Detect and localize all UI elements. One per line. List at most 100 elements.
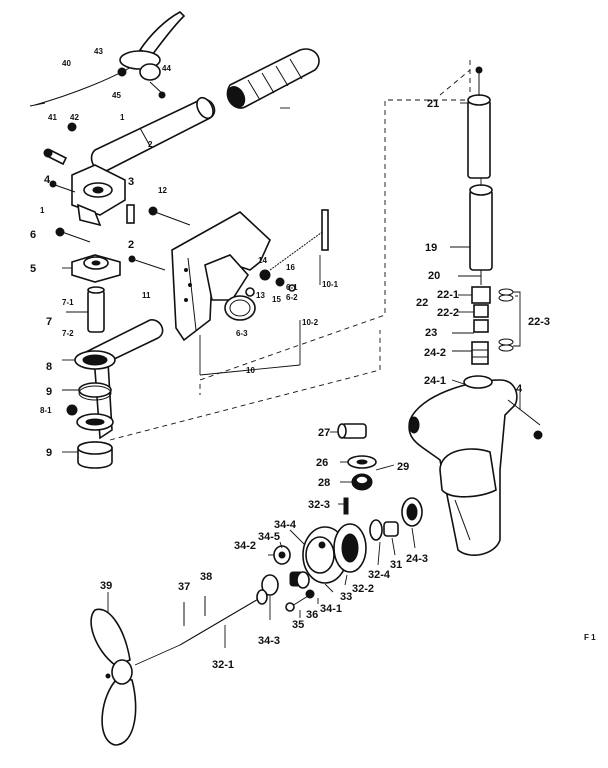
label-33: 33 [340,591,352,603]
label-27: 27 [318,427,330,439]
pins-37-38 [183,596,206,626]
label-29: 29 [397,461,409,473]
small-parts-14-16 [245,269,296,297]
spring-22-3 [498,288,514,352]
label-5: 5 [30,263,36,275]
label-15: 15 [272,295,281,304]
label-40: 40 [62,59,71,68]
part-labels: 40 43 44 45 41 42 2 1 4 3 1 6 2 5 7-1 7 … [30,47,596,671]
label-7-2: 7-2 [62,329,74,338]
label-44: 44 [162,64,171,73]
label-34-5: 34-5 [258,531,280,543]
label-11: 11 [142,291,151,300]
label-20: 20 [428,270,440,282]
label-12: 12 [158,186,167,195]
label-22: 22 [416,297,428,309]
clamp-arm-8 [74,319,164,440]
label-2: 2 [128,239,134,251]
throttle-lever-43 [117,11,186,99]
coupler-24-2 [471,341,489,365]
tiller-grip-7 [226,48,320,109]
label-22-2: 22-2 [437,307,459,319]
drive-shaft-lower-19 [469,178,493,271]
bearing-24-3 [401,497,423,527]
label-6-1: 6-1 [286,283,298,292]
pin-32-3 [343,497,349,515]
drive-shaft-upper-21 [467,66,491,179]
swivel-bracket-5 [71,254,121,283]
coupling-22 [471,286,491,333]
bearing-parts-34 [261,545,310,596]
bracket-leads [199,255,321,376]
label-24-3: 24-3 [406,553,428,565]
label-8-1: 8-1 [40,406,52,415]
label-39: 39 [100,580,112,592]
gear-28 [351,473,373,491]
pin-29 [375,464,395,471]
label-6: 6 [30,229,36,241]
label-28: 28 [318,477,330,489]
washer-26 [347,455,377,469]
label-7: 7 [46,316,52,328]
label-37: 37 [178,581,190,593]
label-24-1: 24-1 [424,375,446,387]
label-10: 10 [246,366,255,375]
tiller-tube [90,96,216,172]
stud-11 [128,255,166,271]
label-23: 23 [425,327,437,339]
label-31: 31 [390,559,402,571]
label-7-1: 7-1 [62,298,74,307]
label-4-left: 4 [44,174,51,186]
small-screws-top [43,122,135,243]
leader-lines [62,102,521,648]
page-mark: F 1 [584,633,596,642]
propeller-39 [90,608,181,746]
label-32-2: 32-2 [352,583,374,595]
label-34-4: 34-4 [274,519,297,531]
propeller-shaft-32-1 [179,589,268,646]
label-19: 19 [425,242,437,254]
label-34-3: 34-3 [258,635,280,647]
gear-32-2 [333,523,367,573]
label-9b: 9 [46,447,52,459]
label-26: 26 [316,457,328,469]
label-34-1: 34-1 [320,603,342,615]
label-32-1: 32-1 [212,659,234,671]
bushings-9 [66,382,114,469]
label-9: 9 [46,386,52,398]
label-16: 16 [286,263,295,272]
label-13: 13 [256,291,265,300]
pinion-27 [337,423,367,439]
tilt-rod [269,209,329,271]
label-3: 3 [128,176,134,188]
label-21: 21 [427,98,439,110]
label-34-2: 34-2 [234,540,256,552]
label-22-1: 22-1 [437,289,459,301]
label-10-2: 10-2 [302,318,319,327]
label-32-3: 32-3 [308,499,330,511]
boundary-dashed-lines [109,60,471,441]
label-45: 45 [112,91,121,100]
steering-bracket-3 [71,164,126,227]
clamp-bracket-10 [171,211,271,342]
label-8: 8 [46,361,52,373]
bolt-12 [148,206,191,226]
label-32-4: 32-4 [368,569,391,581]
label-14: 14 [258,256,267,265]
label-6-3: 6-3 [236,329,248,338]
screws-35-36 [285,589,315,612]
gear-housing-24-1 [408,375,543,556]
label-10-1: 10-1 [322,280,339,289]
label-43: 43 [94,47,103,56]
label-4-right: 4 [516,383,523,395]
label-2-top: 2 [148,140,153,149]
label-24-2: 24-2 [424,347,446,359]
ring-spring-6-3 [224,295,256,321]
label-22-3: 22-3 [528,316,550,328]
label-38: 38 [200,571,212,583]
label-42: 42 [70,113,79,122]
label-35: 35 [292,619,304,631]
label-41: 41 [48,113,57,122]
label-1: 1 [40,206,45,215]
